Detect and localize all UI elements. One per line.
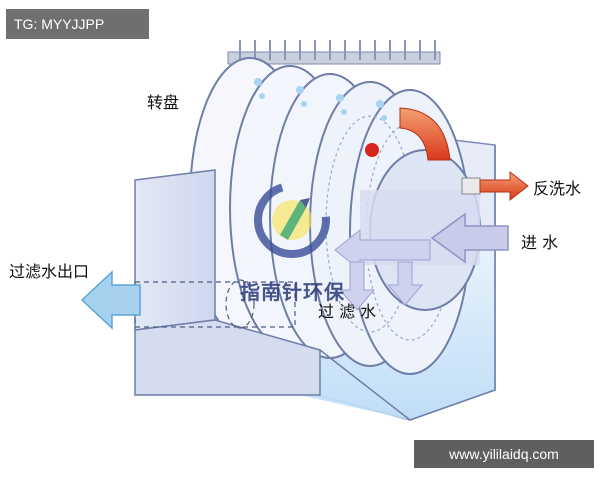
tank-front-edge <box>319 145 496 421</box>
spray-droplets <box>254 78 387 121</box>
turntable-label: 转盘 <box>147 93 180 112</box>
inlet-arrow <box>430 212 509 264</box>
tg-tag: TG: MYYJJPP <box>6 9 149 39</box>
backwash-label: 反洗水 <box>533 179 582 198</box>
filtered-water-label: 过 滤 水 <box>318 302 377 321</box>
outlet-label: 过滤水出口 <box>9 262 90 281</box>
compass-logo <box>254 182 330 258</box>
backwash-nozzle <box>365 107 451 161</box>
brand-watermark: 指南针环保 <box>240 280 345 304</box>
front-tank-box <box>134 169 321 396</box>
inlet-label: 进 水 <box>521 233 559 252</box>
url-watermark: www.yililaidq.com <box>414 440 594 468</box>
backwash-arrow <box>461 170 529 202</box>
internal-flow-arrows <box>334 228 431 311</box>
outlet-arrow <box>80 270 141 330</box>
top-rail <box>227 40 441 65</box>
